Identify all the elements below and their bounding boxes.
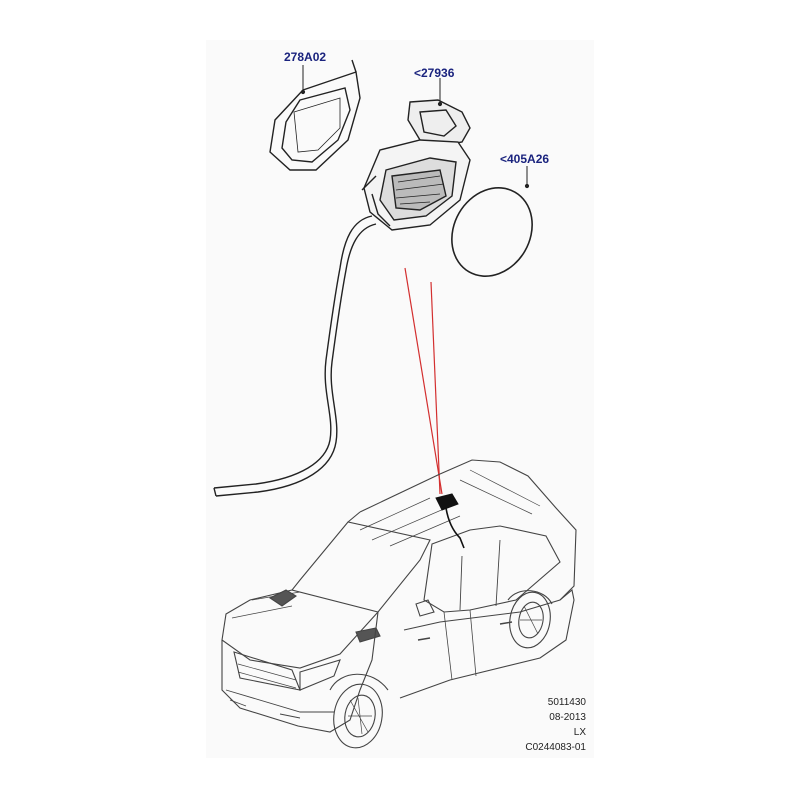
callout-filler-housing-part-number[interactable]: <27936 <box>414 66 455 80</box>
model-code: LX <box>573 727 586 738</box>
leader-lines <box>404 267 443 495</box>
fuel-filler-housing-drawing[interactable] <box>361 99 471 231</box>
illustration-id: C0244083-01 <box>525 742 586 753</box>
vehicle-drawing <box>221 459 577 749</box>
callout-seal-part-number[interactable]: 278A02 <box>284 50 327 64</box>
callout-gasket-part-number[interactable]: <405A26 <box>500 152 550 166</box>
drain-hose-drawing[interactable] <box>213 215 377 497</box>
gasket-ring-drawing[interactable] <box>436 173 548 291</box>
callout-leaders <box>300 65 530 189</box>
fuel-door-location-marker[interactable] <box>435 493 465 549</box>
doc-date: 08-2013 <box>549 712 586 723</box>
fuel-door-seal-drawing[interactable] <box>269 59 361 171</box>
doc-number: 5011430 <box>547 697 586 708</box>
